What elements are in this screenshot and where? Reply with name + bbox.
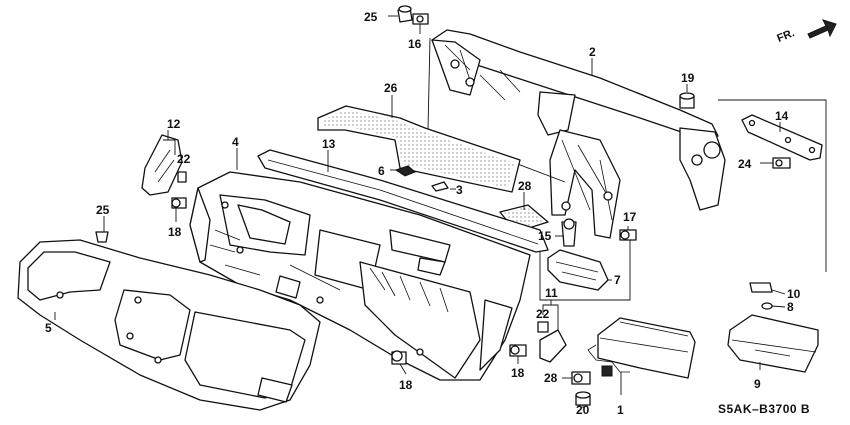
side-lid-detail [154, 149, 175, 183]
callout-10: 10 [787, 287, 801, 301]
callout-13: 13 [322, 137, 336, 151]
callout-8: 8 [787, 300, 794, 314]
fasteners [95, 5, 791, 406]
callout-3: 3 [456, 183, 463, 197]
beam-group-box-right [718, 99, 827, 272]
diagram-code-suffix: B [800, 402, 811, 416]
diagram-code-text: S5AK–B3700 [718, 402, 798, 416]
instrument-panel-part-4 [189, 171, 531, 381]
side-lid-part-12 [141, 134, 183, 196]
callout-1: 1 [617, 403, 624, 417]
callout-26: 28 [518, 179, 532, 193]
callout-5: 5 [45, 321, 52, 335]
dash-insulator-part-25 [317, 105, 521, 193]
plug-part-3 [431, 181, 449, 192]
callout-18-right: 18 [511, 366, 525, 380]
callout-11: 11 [545, 286, 558, 300]
callout-21: 25 [364, 10, 378, 24]
callout-12: 12 [167, 117, 181, 131]
plug-part-6 [394, 165, 416, 177]
diagram-code: S5AK–B3700 B [718, 402, 810, 416]
callout-15: 15 [538, 229, 552, 243]
dashboard-panel-part-5 [17, 239, 321, 411]
callout-24: 25 [96, 203, 110, 217]
callout-22-right: 22 [536, 307, 550, 321]
side-lid-part-11 [539, 329, 567, 363]
beam-group-box-bottom [539, 240, 631, 301]
callout-28: 28 [544, 371, 558, 385]
callout-17: 17 [623, 210, 637, 224]
callout-25: 26 [384, 81, 398, 95]
callout-7: 7 [614, 273, 621, 287]
callout-4: 4 [232, 135, 239, 149]
callout-16: 16 [408, 37, 422, 51]
callout-20: 20 [576, 403, 590, 417]
callout-2: 2 [589, 45, 596, 59]
callout-18-lower: 18 [399, 378, 413, 392]
leader-lines [54, 15, 786, 408]
callout-9: 9 [754, 377, 761, 391]
callout-6: 6 [378, 164, 385, 178]
callout-19: 19 [681, 71, 695, 85]
front-direction-arrow [807, 19, 837, 39]
callout-18-upper: 18 [168, 225, 182, 239]
bracket-part-14 [741, 114, 823, 161]
callout-22-left: 22 [177, 152, 191, 166]
defroster-garnish-part-13 [257, 149, 549, 253]
airbag-lid-part-9 [727, 314, 819, 373]
callout-14: 14 [775, 109, 789, 123]
bracket-part-7 [547, 249, 609, 291]
airbag-module-part-1 [587, 317, 696, 379]
callout-23: 24 [738, 157, 752, 171]
steering-hanger-beam [431, 29, 726, 239]
callouts: 25 16 2 19 26 14 12 4 13 22 24 6 3 28 25… [45, 10, 801, 417]
